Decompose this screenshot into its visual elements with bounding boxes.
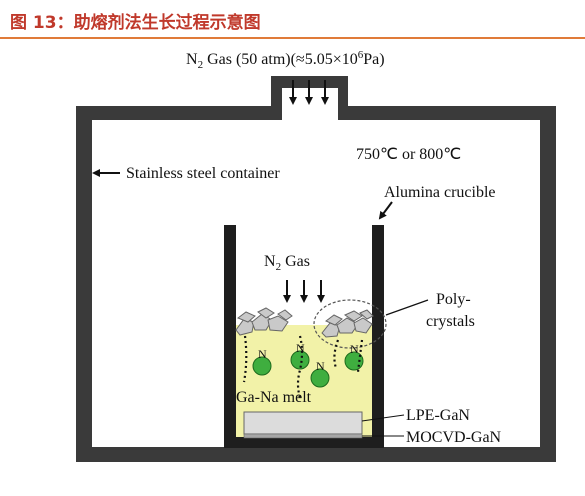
polycrystals-left [235, 307, 293, 336]
polycrystals-label-line2: crystals [426, 313, 475, 330]
gas-inlet-arrows [289, 80, 329, 105]
polycrystals-highlight [313, 299, 387, 349]
lpe-gan-layer [243, 411, 363, 435]
polycrystals-label-line1: Poly- [436, 291, 471, 308]
figure-header: 图 13：助熔剂法生长过程示意图 [0, 0, 585, 40]
top-gas-label: N2 Gas (50 atm)(≈5.05×106Pa) [186, 49, 385, 71]
svg-text:N: N [316, 359, 325, 373]
svg-text:N: N [258, 347, 267, 361]
stainless-steel-container [76, 76, 556, 462]
nitrogen-atom: N [252, 347, 272, 376]
lpe-gan-label: LPE-GaN [406, 407, 470, 424]
melt-label: Ga-Na melt [236, 389, 312, 406]
nitrogen-atom: N [310, 359, 330, 388]
figure-title: 图 13：助熔剂法生长过程示意图 [10, 13, 261, 33]
mocvd-gan-layer [243, 433, 363, 439]
crucible-label: Alumina crucible [384, 184, 496, 201]
crucible-arrow [378, 201, 393, 220]
inner-gas-arrows [283, 280, 325, 303]
svg-text:N: N [296, 341, 305, 355]
svg-text:N: N [350, 342, 359, 356]
header-rule [0, 37, 585, 39]
diffusion-paths [242, 335, 364, 399]
mocvd-gan-label: MOCVD-GaN [406, 429, 502, 446]
nitrogen-atom: N [290, 341, 310, 370]
lpe-pointer [361, 414, 405, 422]
nitrogen-atoms: N N N N [252, 341, 364, 388]
polycrystals-right [321, 309, 374, 338]
container-label: Stainless steel container [126, 165, 280, 182]
polycrystals-pointer [385, 299, 429, 316]
temperature-label: 750℃ or 800℃ [356, 146, 461, 163]
inner-gas-label: N2 Gas [264, 253, 310, 273]
